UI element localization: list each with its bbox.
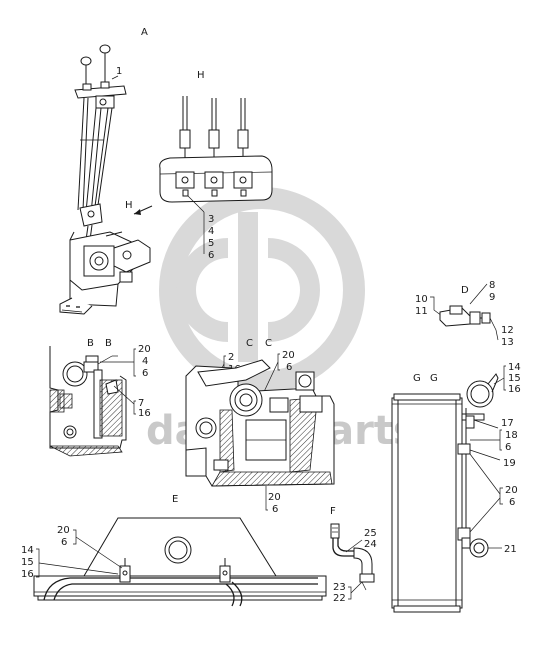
- callout-g-6b: 6: [509, 497, 515, 508]
- tank-e: [83, 517, 277, 577]
- callout-f-22: 22: [333, 593, 346, 604]
- callout-b-6: 6: [142, 368, 148, 379]
- callout-g-21: 21: [504, 544, 517, 555]
- callout-d-8: 8: [489, 280, 495, 291]
- view-a-label: A: [141, 27, 148, 38]
- view-h-arrow-label: H: [125, 200, 133, 211]
- hose-f: [332, 538, 356, 557]
- callout-e-14: 14: [21, 545, 34, 556]
- callout-c-6: 6: [286, 362, 292, 373]
- view-h: H 3 4 5 6: [159, 70, 273, 261]
- view-cc-label-left: C: [246, 338, 253, 349]
- callout-c-6b: 6: [272, 504, 278, 515]
- lever-knob-right: [99, 44, 111, 54]
- callout-b-7: 7: [138, 398, 144, 409]
- view-gg: G G 14 15 16 17 18 6 19: [391, 362, 521, 613]
- watermark-arc: [268, 238, 320, 342]
- callout-g-15: 15: [508, 373, 521, 384]
- callout-c-2: 2: [228, 352, 234, 363]
- watermark-arc-left: [176, 238, 228, 342]
- callout-d-9: 9: [489, 292, 495, 303]
- callout-g-17: 17: [501, 418, 514, 429]
- callout-a-1: 1: [116, 66, 122, 77]
- callout-e-6: 6: [61, 537, 67, 548]
- watermark-bar: [238, 212, 258, 362]
- callout-e-20: 20: [57, 525, 70, 536]
- view-d: D 8 9 10 11 12 13: [415, 280, 514, 348]
- callout-d-11: 11: [415, 306, 428, 317]
- view-d-label: D: [461, 285, 469, 296]
- view-f: F 25 24 23 22: [330, 506, 377, 604]
- callout-e-15: 15: [21, 557, 34, 568]
- callout-g-20: 20: [505, 485, 518, 496]
- callout-g-18: 18: [505, 430, 518, 441]
- view-a: A 1: [59, 27, 153, 315]
- callout-d-13: 13: [501, 337, 514, 348]
- watermark-ring: [159, 187, 365, 393]
- view-h-label: H: [197, 70, 205, 81]
- view-bb-label-right: B: [105, 338, 112, 349]
- callout-f-24: 24: [364, 539, 377, 550]
- callout-g-14: 14: [508, 362, 521, 373]
- callout-b-20: 20: [138, 344, 151, 355]
- view-gg-label-right: G: [430, 373, 438, 384]
- callout-b-4: 4: [142, 356, 148, 367]
- callout-d-10: 10: [415, 294, 428, 305]
- callout-d-12: 12: [501, 325, 514, 336]
- view-cc: C C 2 16 20 6 20 6: [185, 338, 335, 515]
- callout-c-20b: 20: [268, 492, 281, 503]
- view-bb: B B 20 4 6 7 16: [49, 338, 151, 457]
- view-cc-label-right: C: [265, 338, 272, 349]
- callout-c-20: 20: [282, 350, 295, 361]
- callout-g-6: 6: [505, 442, 511, 453]
- callout-h-4: 4: [208, 226, 214, 237]
- callout-f-23: 23: [333, 582, 346, 593]
- view-f-label: F: [330, 506, 336, 517]
- callout-h-5: 5: [208, 238, 214, 249]
- callout-h-3: 3: [208, 214, 214, 225]
- callout-g-16: 16: [508, 384, 521, 395]
- view-e-label: E: [172, 494, 178, 505]
- callout-g-19: 19: [503, 458, 516, 469]
- lever-knob-left: [80, 56, 92, 66]
- callout-e-16: 16: [21, 569, 34, 580]
- callout-b-16: 16: [138, 408, 151, 419]
- pipe-section-gg-bottom: [469, 538, 489, 558]
- view-gg-label-left: G: [413, 373, 421, 384]
- view-bb-label-left: B: [87, 338, 94, 349]
- tank-gg: [397, 397, 457, 609]
- callout-f-25: 25: [364, 528, 377, 539]
- view-e: E 20 6 14 15 16: [21, 494, 327, 607]
- callout-h-6: 6: [208, 250, 214, 261]
